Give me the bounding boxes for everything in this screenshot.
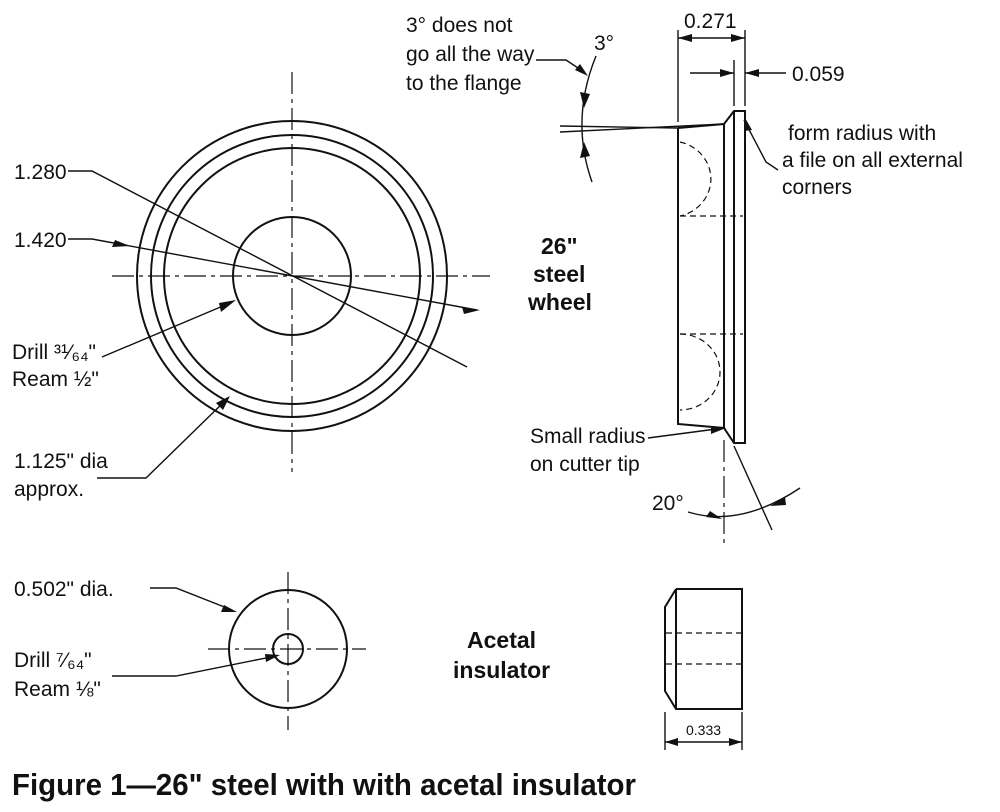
leader-radius-note xyxy=(743,119,779,171)
arrowhead xyxy=(711,426,726,434)
wheel-tread-circle xyxy=(163,147,421,405)
insulator-outer-circle xyxy=(228,589,348,709)
ins-title-line2: insulator xyxy=(453,657,550,683)
note-radius-line1: form radius with xyxy=(788,122,936,145)
angle-3-label: 3° xyxy=(594,32,614,55)
wheel-outer-rim xyxy=(136,120,448,432)
leader-1420 xyxy=(68,238,478,311)
insulator-side-view xyxy=(664,588,743,750)
angle-20-label: 20° xyxy=(652,492,684,515)
dim-1280-label: 1.280 xyxy=(14,161,67,184)
dim-1125-line2: approx. xyxy=(14,478,84,501)
angle-3-arc xyxy=(581,55,597,183)
arrowhead xyxy=(219,300,236,312)
note-3deg-line2: go all the way xyxy=(406,43,535,66)
leader-drill-insulator xyxy=(112,655,277,677)
leader-1280 xyxy=(68,170,468,368)
wheel-flange-circle xyxy=(150,134,434,418)
angle-taper-line xyxy=(559,123,725,133)
dim-0271-label: 0.271 xyxy=(684,10,737,33)
hidden-arc-bottom xyxy=(679,333,721,411)
wheel-title-line1: 26" xyxy=(541,233,578,259)
leader-drill-wheel xyxy=(101,302,231,358)
arrowhead xyxy=(665,738,678,746)
dim-1125-line1: 1.125" dia xyxy=(14,450,108,473)
note-radius-line2: a file on all external xyxy=(782,149,963,172)
arrowhead xyxy=(580,92,590,108)
note-3deg-line1: 3° does not xyxy=(406,14,513,37)
arrowhead xyxy=(216,396,230,410)
arrowhead xyxy=(770,497,786,506)
note-tip-line2: on cutter tip xyxy=(530,453,640,476)
insulator-bore xyxy=(272,633,304,665)
wheel-title-line3: wheel xyxy=(527,289,592,315)
arrowhead xyxy=(112,240,130,247)
angle-20-flank xyxy=(733,445,773,531)
dim-0059-label: 0.059 xyxy=(792,63,845,86)
arrowhead xyxy=(720,69,734,77)
hidden-arc-top xyxy=(679,141,712,217)
dim-0502-label: 0.502" dia. xyxy=(14,578,114,601)
arrowhead xyxy=(745,69,759,77)
wheel-title-line2: steel xyxy=(533,261,585,287)
arrowhead xyxy=(575,64,588,76)
arrowhead xyxy=(729,738,742,746)
drill-wheel-line2: Ream ½" xyxy=(12,368,99,391)
drill-ins-line2: Ream ⅛" xyxy=(14,678,101,701)
dim-0333-label: 0.333 xyxy=(686,722,721,738)
wheel-side-view xyxy=(536,30,801,545)
figure-caption: Figure 1—26" steel with with acetal insu… xyxy=(12,767,636,802)
dim-1420-label: 1.420 xyxy=(14,229,67,252)
insulator-front-view xyxy=(112,572,366,730)
leader-0502 xyxy=(150,587,233,611)
ins-title-line1: Acetal xyxy=(467,627,536,653)
wheel-profile-outline xyxy=(677,110,746,444)
wheel-hub-bore xyxy=(232,216,352,336)
arrowhead xyxy=(744,116,752,131)
arrowhead xyxy=(706,511,722,519)
note-radius-line3: corners xyxy=(782,176,852,199)
arrowhead xyxy=(265,654,280,662)
arrowhead xyxy=(221,605,237,612)
note-3deg-line3: to the flange xyxy=(406,72,522,95)
drill-ins-line1: Drill ⁷⁄₆₄" xyxy=(14,649,92,672)
drill-wheel-line1: Drill ³¹⁄₆₄" xyxy=(12,341,96,364)
arrowhead xyxy=(678,34,692,42)
leader-1125 xyxy=(97,398,228,479)
arrowhead xyxy=(731,34,745,42)
arrowhead xyxy=(580,142,590,158)
angle-20-arc xyxy=(687,487,801,518)
note-tip-line1: Small radius xyxy=(530,425,646,448)
wheel-front-view xyxy=(68,72,490,479)
arrowhead xyxy=(462,307,480,314)
